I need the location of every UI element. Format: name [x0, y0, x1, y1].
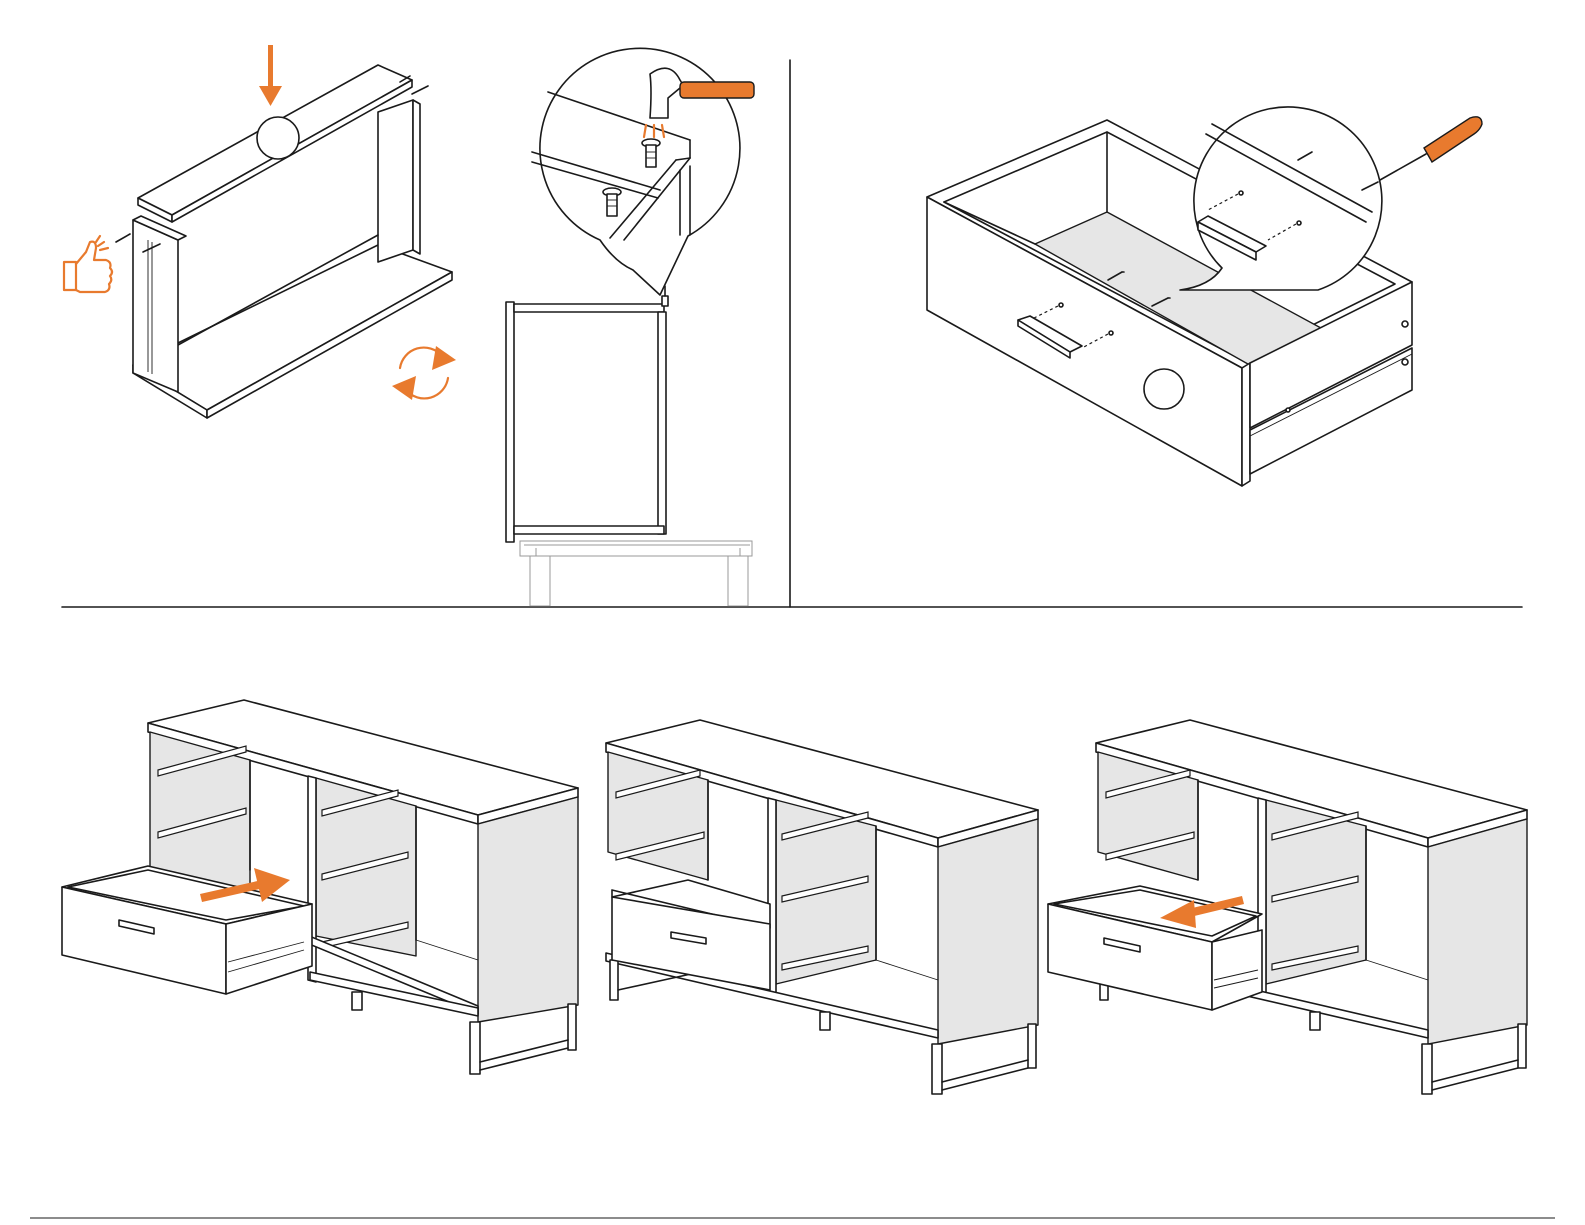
cabinet-drawer-slide-in — [62, 700, 578, 1074]
work-bench — [520, 541, 752, 606]
rotate-icon — [392, 346, 456, 400]
right-side-panel-1 — [478, 797, 578, 1022]
unit-side-view — [506, 286, 668, 542]
cabinet-drawer-closed — [606, 720, 1038, 1094]
cabinet-drawer-slide-out — [1048, 720, 1527, 1094]
step-hammer-cam-bolts — [506, 48, 754, 606]
right-side-panel — [378, 100, 413, 262]
down-arrow-icon — [259, 45, 282, 106]
right-side-panel-2 — [938, 819, 1038, 1044]
screw-hole-marker — [1144, 369, 1184, 409]
thumbs-up-icon — [64, 236, 112, 292]
step-attach-drawer-handle — [927, 107, 1482, 486]
screwdriver-icon — [1380, 117, 1482, 180]
step-attach-top-panel — [64, 45, 456, 418]
cam-hole-marker — [257, 117, 299, 159]
right-side-panel-3 — [1428, 819, 1527, 1044]
